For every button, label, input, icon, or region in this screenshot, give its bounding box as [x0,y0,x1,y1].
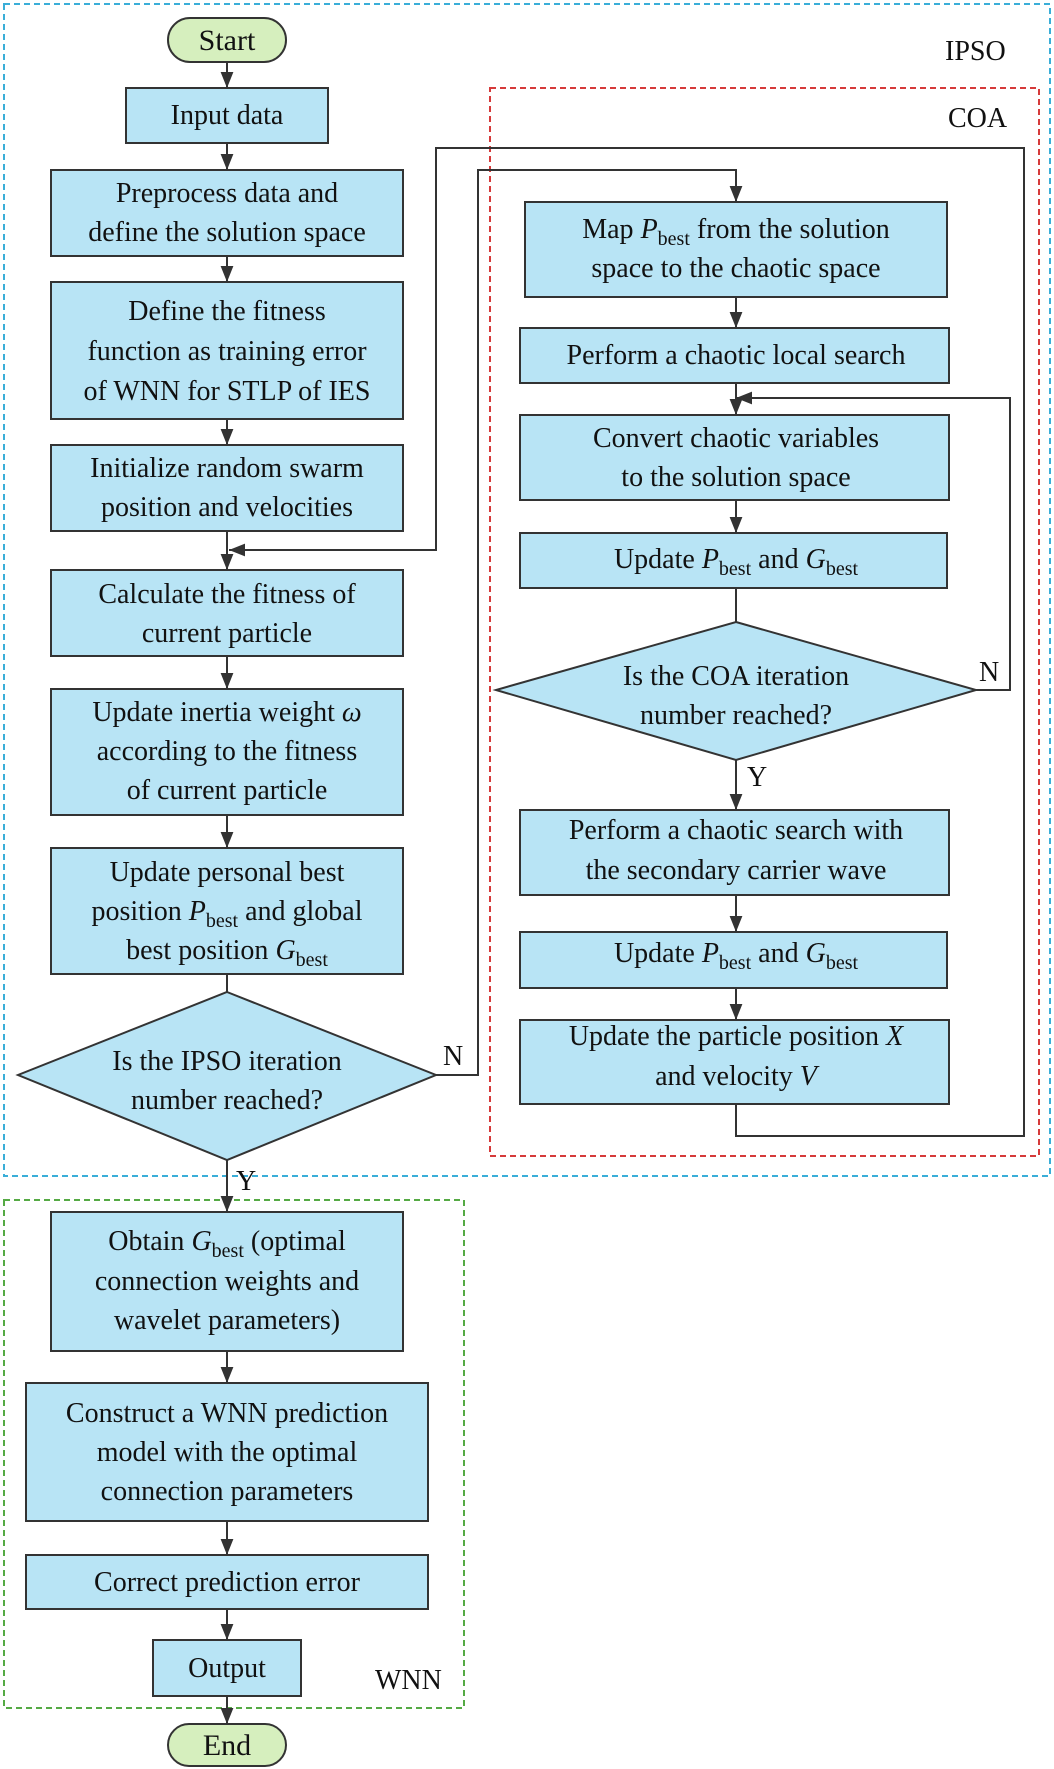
svg-text:of current particle: of current particle [127,775,328,806]
svg-text:position and velocities: position and velocities [101,492,353,523]
end-terminal: End [167,1723,287,1767]
svg-text:Correct prediction error: Correct prediction error [94,1567,361,1598]
output-box: Output [152,1639,302,1697]
coa-no-label: N [979,657,999,688]
initialize-swarm-box: Initialize random swarm position and vel… [50,444,404,532]
update-personal-best-box: Update personal best position Pbest and … [50,847,404,975]
construct-wnn-box: Construct a WNN prediction model with th… [25,1382,429,1522]
svg-text:Update personal best: Update personal best [110,857,345,888]
svg-text:connection parameters: connection parameters [101,1476,354,1507]
correct-error-box: Correct prediction error [25,1554,429,1610]
svg-text:Initialize random swarm: Initialize random swarm [90,453,364,484]
svg-text:connection weights and: connection weights and [95,1266,359,1297]
svg-text:number reached?: number reached? [640,700,832,731]
svg-text:of WNN for STLP of IES: of WNN for STLP of IES [84,376,371,407]
calculate-fitness-box: Calculate the fitness of current particl… [50,569,404,657]
svg-text:model with the optimal: model with the optimal [97,1437,358,1468]
ipso-no-label: N [443,1041,463,1072]
update-pbest-gbest-box-2: Update Pbest and Gbest [519,931,948,989]
secondary-carrier-search-box: Perform a chaotic search with the second… [519,809,950,896]
svg-text:to the solution space: to the solution space [621,462,850,493]
end-label: End [203,1729,251,1762]
fitness-function-box: Define the fitness function as training … [50,281,404,420]
svg-text:Define the fitness: Define the fitness [128,296,326,327]
wnn-region-frame [3,1199,465,1709]
svg-text:according to the fitness: according to the fitness [97,736,357,767]
svg-text:Perform a chaotic search with: Perform a chaotic search with [569,815,903,846]
ipso-region-frame [3,3,1051,1177]
coa-region-frame [489,87,1040,1157]
svg-text:Is the COA iteration: Is the COA iteration [623,661,849,692]
svg-text:current particle: current particle [142,618,312,649]
svg-text:Input data: Input data [171,100,284,131]
preprocess-box: Preprocess data and define the solution … [50,169,404,257]
coa-region-label: COA [948,103,1008,134]
svg-text:space to the chaotic space: space to the chaotic space [591,253,880,284]
svg-text:Map Pbest from the solution: Map Pbest from the solution [582,214,890,250]
coa-yes-label: Y [747,762,767,793]
connector-no-to-coa [436,169,743,1076]
svg-text:Update the particle position X: Update the particle position X [569,1021,904,1052]
svg-text:best position Gbest: best position Gbest [126,935,328,971]
svg-text:Convert chaotic variables: Convert chaotic variables [593,423,879,454]
connector-coa-no-loop [736,391,1011,691]
coa-iteration-decision: Is the COA iteration number reached? [492,620,980,762]
ipso-yes-label: Y [236,1166,256,1197]
svg-text:Construct a WNN prediction: Construct a WNN prediction [66,1398,388,1429]
update-pbest-gbest-box: Update Pbest and Gbest [519,532,948,589]
svg-text:Output: Output [188,1653,266,1684]
convert-chaotic-variables-box: Convert chaotic variables to the solutio… [519,414,950,501]
svg-text:Preprocess data and: Preprocess data and [116,178,338,209]
svg-text:the secondary carrier wave: the secondary carrier wave [586,855,887,886]
svg-text:function as training error: function as training error [87,336,367,367]
update-inertia-box: Update inertia weight ω according to the… [50,688,404,816]
svg-text:Calculate the fitness of: Calculate the fitness of [98,579,356,610]
svg-text:and velocity V: and velocity V [655,1061,820,1092]
input-data-box: Input data [125,87,329,144]
svg-text:Obtain Gbest (optimal: Obtain Gbest (optimal [108,1226,346,1262]
start-terminal: Start [167,17,287,63]
wnn-region-label: WNN [375,1665,442,1696]
svg-text:Update inertia weight ω: Update inertia weight ω [92,697,361,728]
start-label: Start [199,24,256,57]
svg-text:wavelet parameters): wavelet parameters) [114,1305,340,1336]
ipso-region-label: IPSO [945,36,1006,67]
svg-text:Update Pbest and Gbest: Update Pbest and Gbest [614,938,859,974]
update-particle-position-box: Update the particle position X and veloc… [519,1019,950,1105]
svg-text:Update Pbest and Gbest: Update Pbest and Gbest [614,544,859,580]
ipso-iteration-decision: Is the IPSO iteration number reached? [15,990,439,1162]
svg-text:define the solution space: define the solution space [88,217,366,248]
connector-coa-return [229,147,1025,1137]
chaotic-local-search-box: Perform a chaotic local search [519,327,950,384]
map-pbest-box: Map Pbest from the solution space to the… [524,201,948,298]
svg-text:position Pbest and global: position Pbest and global [92,896,363,932]
svg-text:number reached?: number reached? [131,1085,323,1116]
svg-text:Perform a chaotic local search: Perform a chaotic local search [567,340,906,371]
obtain-gbest-box: Obtain Gbest (optimal connection weights… [50,1211,404,1352]
svg-text:Is the IPSO iteration: Is the IPSO iteration [112,1046,341,1077]
